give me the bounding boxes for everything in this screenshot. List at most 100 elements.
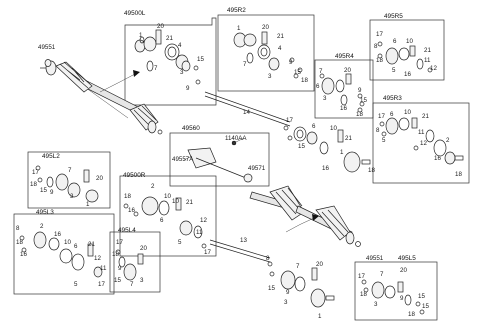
num-lj-20: 20: [316, 261, 323, 268]
num-49500R-15: 15: [197, 56, 204, 63]
label-bolt-1140AA: 1140AA: [225, 135, 247, 142]
num-495L4-20: 20: [140, 245, 147, 252]
num-495R4-9: 9: [358, 87, 362, 94]
kit-495R5-parts: [377, 41, 433, 73]
num-495L5-9: 9: [400, 295, 404, 302]
num-495L5-18b: 18: [408, 311, 415, 318]
label-front-right-assy: 49500L: [124, 10, 146, 17]
num-495L2-1: 1: [86, 201, 90, 208]
label-kit-495R5: 495R5: [384, 13, 403, 20]
num-lj-15: 15: [268, 285, 275, 292]
num-495L5-20: 20: [400, 267, 407, 274]
num-49500L-17: 17: [204, 249, 211, 256]
num-495R4-18: 18: [356, 111, 363, 118]
num-lj-9: 9: [286, 289, 290, 296]
num-495L4-7: 7: [130, 281, 134, 288]
callout-arrow-top: [99, 73, 136, 93]
num-495R3-8: 8: [376, 127, 380, 134]
kit-495L2-parts: [35, 165, 99, 203]
num-495R2-21: 21: [277, 33, 284, 40]
num-49500R-21: 21: [166, 35, 173, 42]
num-495R3-11: 11: [418, 129, 425, 136]
num-49500L-16: 16: [128, 207, 135, 214]
num-49500R-7: 7: [154, 65, 158, 72]
driveshaft-right: [40, 60, 163, 135]
kit-49500L-parts: [123, 196, 207, 249]
num-495L3-11: 11: [100, 265, 107, 272]
num-495L4-9: 9: [118, 265, 122, 272]
num-49500R-20: 20: [157, 23, 164, 30]
kit-box-495L4: [109, 231, 161, 293]
num-495R5-6: 6: [393, 38, 397, 45]
num-rj-16: 16: [322, 165, 329, 172]
num-rj-10: 10: [330, 125, 337, 132]
num-49500R-9: 9: [186, 85, 190, 92]
num-495L2-17: 17: [32, 169, 39, 176]
label-kit-495L4: 495L4: [118, 227, 136, 234]
num-495L2-7: 7: [68, 167, 72, 174]
num-49500L-10: 10: [164, 193, 171, 200]
kit-495R4-parts: [319, 73, 365, 113]
num-495R4-3: 3: [323, 95, 327, 102]
num-495R2-15: 15: [294, 69, 301, 76]
num-rj-1: 1: [340, 149, 344, 156]
num-495R2-9: 9: [289, 59, 293, 66]
num-495L5-15: 15: [418, 293, 425, 300]
num-lj-1: 1: [318, 313, 322, 320]
num-495R5-21: 21: [424, 47, 431, 54]
kit-box-49500L: [119, 175, 217, 257]
kit-box-495R4: [314, 59, 374, 119]
num-495R2-20: 20: [262, 24, 269, 31]
num-495R2-3: 3: [268, 73, 272, 80]
num-495L5-15b: 15: [422, 303, 429, 310]
label-bracket-49560: 49560: [182, 125, 200, 132]
kit-box-495L5: [354, 261, 438, 321]
num-495R2-1: 1: [237, 25, 241, 32]
num-495L4-3: 3: [140, 277, 144, 284]
num-495L3-17: 17: [98, 281, 105, 288]
num-lj-3: 3: [284, 299, 288, 306]
num-495L3-12: 12: [94, 255, 101, 262]
num-495L3-21: 21: [88, 241, 95, 248]
num-495L2-18: 18: [30, 181, 37, 188]
num-495L5-3: 3: [374, 301, 378, 308]
label-bearing-49571: 49571: [248, 165, 266, 172]
num-495R4-16: 16: [340, 105, 347, 112]
label-shaft-14: 14: [243, 109, 250, 116]
kit-495R2-parts: [233, 31, 303, 79]
num-495L4-18: 18: [112, 251, 119, 258]
num-495L2-9: 9: [50, 189, 54, 196]
num-495R5-18: 18: [376, 57, 383, 64]
label-kit-495R3: 495R3: [383, 95, 402, 102]
num-495R5-10: 10: [406, 38, 413, 45]
num-lj-8: 8: [266, 255, 270, 262]
num-rj-6: 6: [312, 123, 316, 130]
num-495R3-16: 16: [434, 155, 441, 162]
label-kit-495L3: 495L3: [36, 209, 54, 216]
num-49500L-12: 12: [200, 217, 207, 224]
label-kit-495L5: 495L5: [398, 255, 416, 262]
num-rj-15: 15: [298, 143, 305, 150]
num-rj-18: 18: [368, 167, 375, 174]
kit-box-495L2: [27, 151, 111, 209]
num-495R4-20: 20: [344, 67, 351, 74]
num-49500L-21: 21: [186, 199, 193, 206]
num-495L3-5: 5: [74, 281, 78, 288]
num-49500R-4: 4: [178, 42, 182, 49]
num-495R4-15: 15: [360, 97, 367, 104]
left-joint-parts: [267, 261, 335, 308]
kit-box-495L3: [13, 213, 115, 295]
num-495R5-8: 8: [374, 43, 378, 50]
num-495L3-10: 10: [64, 239, 71, 246]
num-495L5-7: 7: [380, 271, 384, 278]
shaft-14-part: [204, 91, 291, 127]
num-495R3-12: 12: [420, 140, 427, 147]
num-495R4-6: 6: [316, 83, 320, 90]
num-495R5-5: 5: [392, 67, 396, 74]
num-495R4-7: 7: [319, 68, 323, 75]
num-495L3-2: 2: [40, 223, 44, 230]
label-kit-495L2: 495L2: [42, 153, 60, 160]
label-kit-495R2: 495R2: [227, 7, 246, 14]
num-495L4-17: 17: [116, 239, 123, 246]
